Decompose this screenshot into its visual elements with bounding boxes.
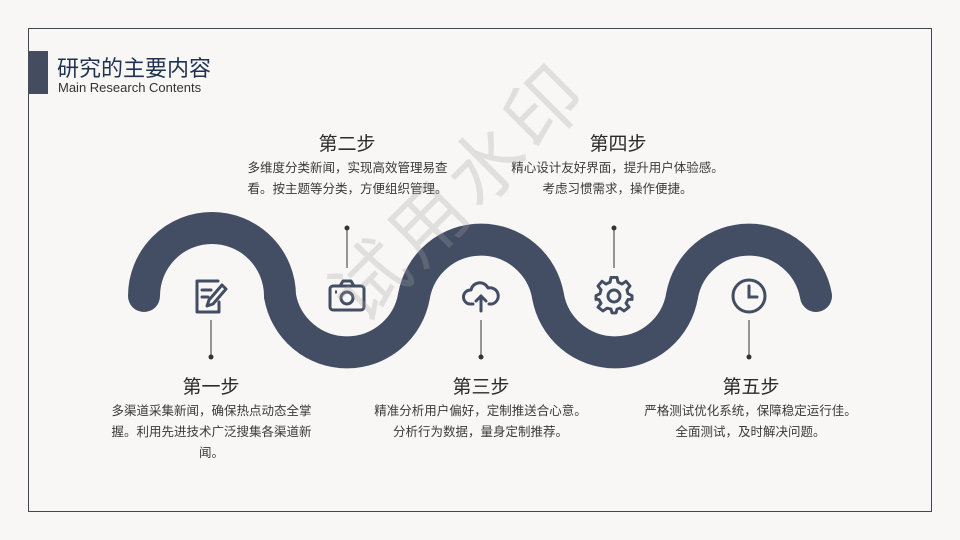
step-5-description: 严格测试优化系统，保障稳定运行佳。全面测试，及时解决问题。 <box>644 403 857 439</box>
slide-frame <box>28 28 932 512</box>
title-accent-bar <box>28 51 48 94</box>
step-4-title: 第四步 <box>589 133 647 155</box>
wave-arc-3 <box>398 223 564 312</box>
connector-dot-5 <box>746 354 752 360</box>
connector-dot-3 <box>478 354 484 360</box>
wave-arc-5 <box>666 223 832 312</box>
page-subtitle: Main Research Contents <box>58 80 202 95</box>
step-2-title: 第二步 <box>318 133 376 155</box>
connector-dot-2 <box>344 225 350 231</box>
cloud-upload-icon <box>462 281 500 313</box>
step-5-title: 第五步 <box>722 376 780 398</box>
step-1-description: 多渠道采集新闻，确保热点动态全掌握。利用先进技术广泛搜集各渠道新闻。 <box>111 403 312 460</box>
step-3-description: 精准分析用户偏好，定制推送合心意。分析行为数据，量身定制推荐。 <box>374 403 587 439</box>
clock-icon <box>731 278 767 314</box>
connector-dot-1 <box>208 354 214 360</box>
gear-icon <box>594 276 634 315</box>
step-1-title: 第一步 <box>182 376 240 398</box>
page-title: 研究的主要内容 <box>57 57 212 82</box>
wave-arc-1 <box>128 212 296 312</box>
wave-arc-4 <box>532 280 698 369</box>
wave-arc-2 <box>264 280 430 369</box>
pen-note-icon <box>195 279 228 314</box>
step-3-title: 第三步 <box>452 376 510 398</box>
step-2-description: 多维度分类新闻，实现高效管理易查看。按主题等分类，方便组织管理。 <box>247 160 448 196</box>
connector-dot-4 <box>611 225 617 231</box>
step-4-description: 精心设计友好界面，提升用户体验感。考虑习惯需求，操作便捷。 <box>511 160 724 196</box>
camera-icon <box>328 279 366 312</box>
